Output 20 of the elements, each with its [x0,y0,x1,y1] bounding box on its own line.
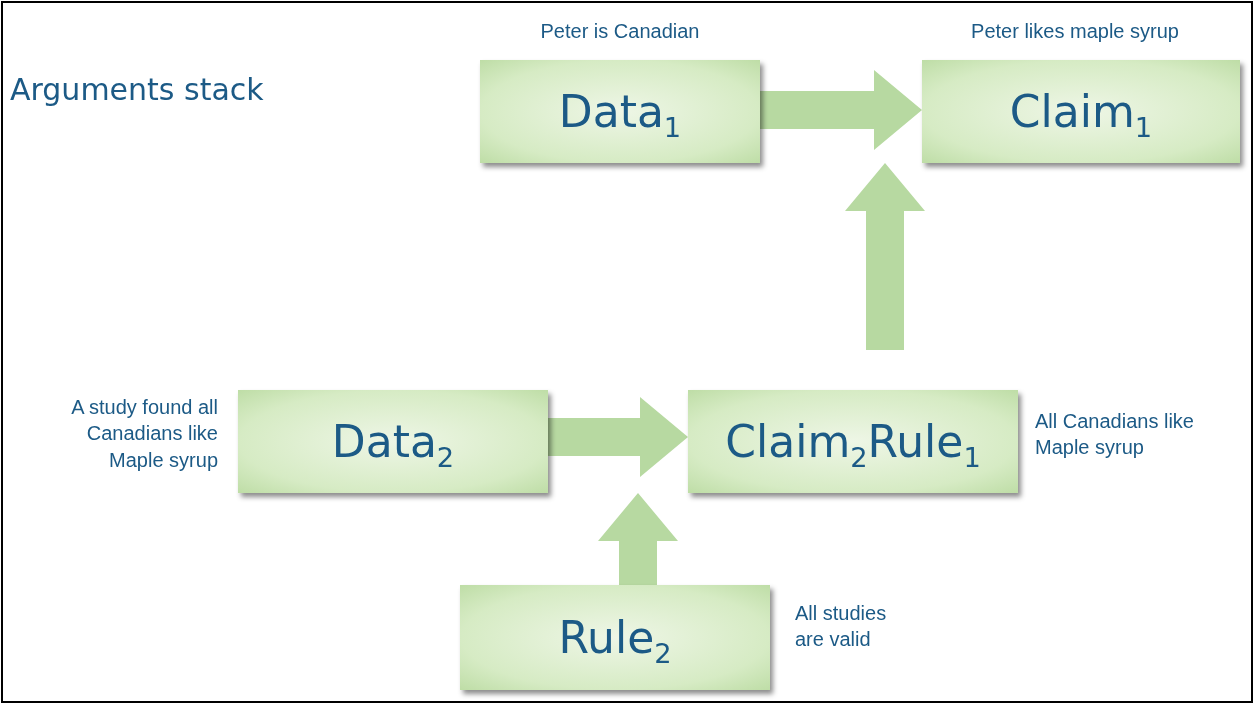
box-label: Claim$_{1}$ [1009,86,1153,137]
claim-box [922,60,1240,163]
box-label: Data$_{2}$ [331,416,455,467]
example-note: Peter likes maple syrup [970,19,1180,44]
example-note: Peter is Canadian [539,19,701,44]
claim-box [688,390,1018,493]
example-note: A study found all Canadians like Maple syrup [70,395,218,473]
claim-box [238,390,548,493]
block-arrow [548,397,688,477]
box-label: Rule$_{2}$ [558,612,672,663]
block-arrow [598,493,678,585]
example-note: All Canadians like Maple syrup [1035,409,1195,461]
claim-box [460,585,770,690]
box-label: Data$_{1}$ [558,86,682,137]
block-arrow [760,70,922,150]
diagram-title: Arguments stack [10,72,264,107]
example-note: All studies are valid [795,601,888,653]
box-label: Claim$_{2}$Rule$_{1}$ [725,416,981,467]
claim-box [480,60,760,163]
block-arrow [845,163,925,350]
